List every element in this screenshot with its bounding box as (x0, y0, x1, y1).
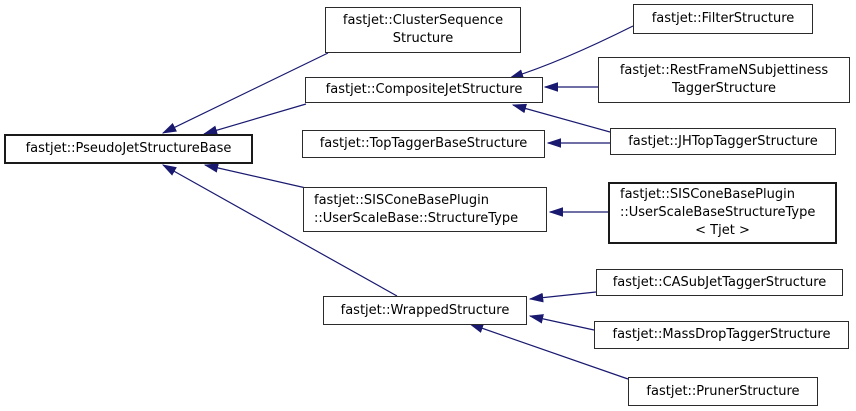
edge-jh-top-tagger-to-composite-jet (511, 103, 611, 133)
class-node-wrapped-structure[interactable]: fastjet::WrappedStructure (323, 296, 527, 325)
class-node-mass-drop-tagger-structure[interactable]: fastjet::MassDropTaggerStructure (594, 321, 849, 349)
class-label: fastjet::PseudoJetStructureBase (25, 141, 232, 156)
class-node-siscone-user-scale-base-structure-type-tjet[interactable]: fastjet::SISConeBasePlugin ::UserScaleBa… (608, 182, 837, 244)
class-label: fastjet::PrunerStructure (646, 383, 800, 399)
class-label: fastjet::JHTopTaggerStructure (628, 133, 818, 149)
class-node-jh-top-tagger-structure[interactable]: fastjet::JHTopTaggerStructure (610, 128, 836, 155)
edge-cluster-sequence-to-pseudojet-base (161, 52, 329, 134)
class-label: fastjet::MassDropTaggerStructure (612, 327, 831, 342)
class-label: fastjet::CompositeJetStructure (325, 82, 523, 97)
class-label: fastjet::ClusterSequence (342, 13, 504, 28)
class-label: Structure (392, 31, 454, 46)
class-label: fastjet::SISConeBasePlugin (620, 187, 795, 202)
class-node-rest-frame-nsubjettiness-tagger-structure[interactable]: fastjet::RestFrameNSubjettiness TaggerSt… (598, 57, 850, 103)
class-node-filter-structure[interactable]: fastjet::FilterStructure (633, 4, 813, 34)
edge-composite-jet-to-pseudojet-base (202, 103, 307, 135)
class-label: TaggerStructure (671, 81, 777, 96)
class-label: fastjet::WrappedStructure (340, 302, 510, 318)
class-label: fastjet::CASubJetTaggerStructure (612, 274, 827, 290)
class-node-top-tagger-base-structure[interactable]: fastjet::TopTaggerBaseStructure (302, 130, 545, 158)
class-node-siscone-user-scale-base-structure-type[interactable]: fastjet::SISConeBasePlugin ::UserScaleBa… (303, 187, 547, 232)
class-label: ::UserScaleBaseStructureType (620, 205, 816, 220)
class-label: fastjet::TopTaggerBaseStructure (319, 136, 528, 151)
class-label: < Tjet > (695, 223, 750, 238)
edge-ca-subjet-to-wrapped (528, 291, 597, 303)
class-node-pruner-structure[interactable]: fastjet::PrunerStructure (628, 377, 818, 406)
edge-mass-drop-to-wrapped (528, 314, 595, 331)
class-node-composite-jet-structure[interactable]: fastjet::CompositeJetStructure (305, 77, 543, 103)
class-label: fastjet::SISConeBasePlugin (314, 192, 489, 208)
edge-structure-type-to-pseudojet-base (203, 163, 307, 189)
class-node-pseudojet-structure-base[interactable]: fastjet::PseudoJetStructureBase (4, 134, 253, 164)
class-node-cluster-sequence-structure[interactable]: fastjet::ClusterSequence Structure (325, 7, 521, 53)
class-label: ::UserScaleBase::StructureType (314, 210, 519, 226)
class-label: fastjet::RestFrameNSubjettiness (619, 63, 829, 78)
class-node-ca-sub-jet-tagger-structure[interactable]: fastjet::CASubJetTaggerStructure (596, 269, 843, 296)
class-label: fastjet::FilterStructure (651, 11, 795, 26)
